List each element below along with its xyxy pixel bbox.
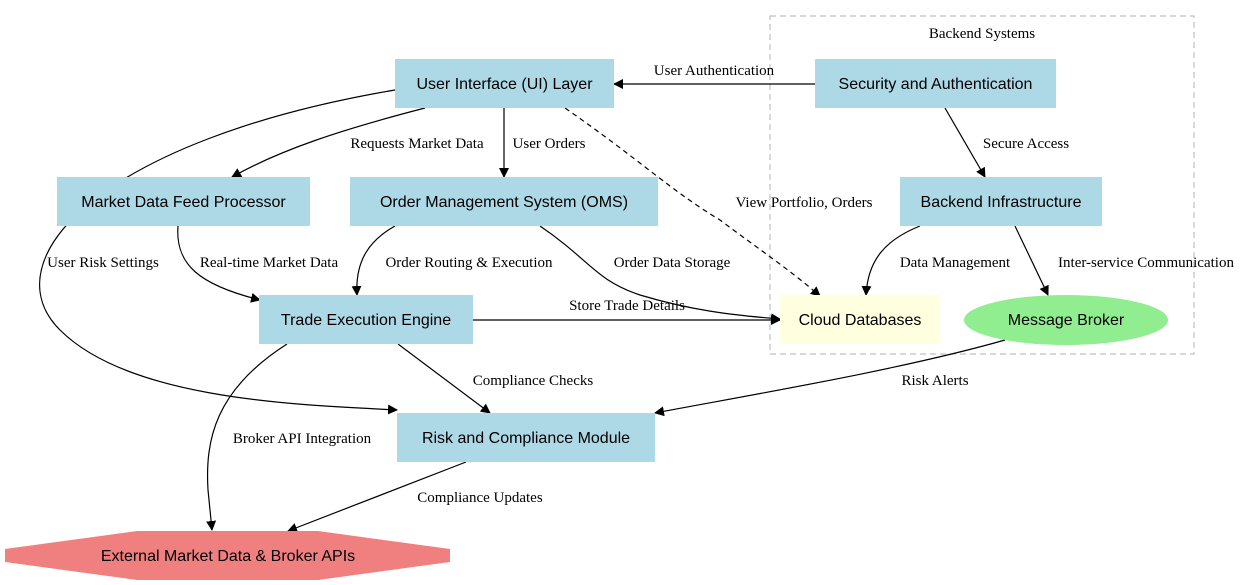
edge-label-risk-alerts: Risk Alerts [901,373,968,389]
edge-label-order-storage: Order Data Storage [614,255,731,271]
edge-message-broker-to-risk [654,339,1006,417]
edge-label-order-routing: Order Routing & Execution [385,255,553,271]
node-ui-layer-label: User Interface (UI) Layer [416,76,593,93]
node-cloud-databases[interactable]: Cloud Databases [780,295,940,344]
node-backend-infrastructure[interactable]: Backend Infrastructure [900,177,1102,226]
node-market-data-feed[interactable]: Market Data Feed Processor [57,177,310,226]
node-risk-compliance-label: Risk and Compliance Module [422,430,630,447]
node-risk-compliance[interactable]: Risk and Compliance Module [397,413,655,462]
node-backend-infrastructure-label: Backend Infrastructure [921,194,1082,211]
node-security-auth-label: Security and Authentication [839,76,1033,93]
edge-ui-to-risk [39,89,398,415]
edge-label-requests-market-data: Requests Market Data [350,136,484,152]
node-message-broker-label: Message Broker [1008,312,1125,329]
node-oms-label: Order Management System (OMS) [380,194,628,211]
edge-trade-engine-to-external [206,343,288,531]
edge-market-feed-to-trade-engine [177,225,261,303]
node-external-apis-label: External Market Data & Broker APIs [101,548,355,565]
edge-trade-engine-to-risk [397,343,491,414]
edges: User Authentication Requests Market Data… [39,63,1234,533]
edge-backend-to-message-broker [1014,225,1049,296]
edge-backend-to-cloud-db [861,225,921,296]
edge-label-user-auth: User Authentication [654,63,775,79]
edge-label-user-orders: User Orders [513,136,586,152]
edge-ui-to-market-feed [231,107,426,178]
edge-ui-to-cloud-db [564,107,821,297]
node-market-data-feed-label: Market Data Feed Processor [81,194,286,211]
backend-systems-cluster: Backend Systems [769,15,1195,355]
cluster-label: Backend Systems [929,26,1035,42]
edge-label-secure-access: Secure Access [983,136,1069,152]
node-trade-execution-engine[interactable]: Trade Execution Engine [259,295,473,344]
edge-oms-to-trade-engine [351,225,396,296]
edge-risk-to-external [287,461,467,533]
edge-label-inter-service: Inter-service Communication [1058,255,1234,271]
edge-label-compliance-updates: Compliance Updates [417,490,543,506]
node-ui-layer[interactable]: User Interface (UI) Layer [395,59,614,108]
node-trade-execution-engine-label: Trade Execution Engine [281,312,451,329]
edge-label-store-trade: Store Trade Details [569,298,685,314]
node-oms[interactable]: Order Management System (OMS) [350,177,658,226]
node-security-auth[interactable]: Security and Authentication [815,59,1056,108]
edge-label-broker-api: Broker API Integration [233,431,372,447]
edge-label-user-risk: User Risk Settings [47,255,159,271]
edge-oms-to-cloud-db [539,225,781,324]
edge-label-data-mgmt: Data Management [900,255,1011,271]
edge-label-view-portfolio: View Portfolio, Orders [736,195,873,211]
edge-security-to-backend [944,107,986,178]
node-cloud-databases-label: Cloud Databases [799,312,922,329]
edge-label-realtime-market: Real-time Market Data [200,255,339,271]
node-external-apis[interactable]: External Market Data & Broker APIs [5,531,450,580]
node-message-broker[interactable]: Message Broker [964,295,1168,345]
edge-label-compliance-checks: Compliance Checks [473,373,594,389]
